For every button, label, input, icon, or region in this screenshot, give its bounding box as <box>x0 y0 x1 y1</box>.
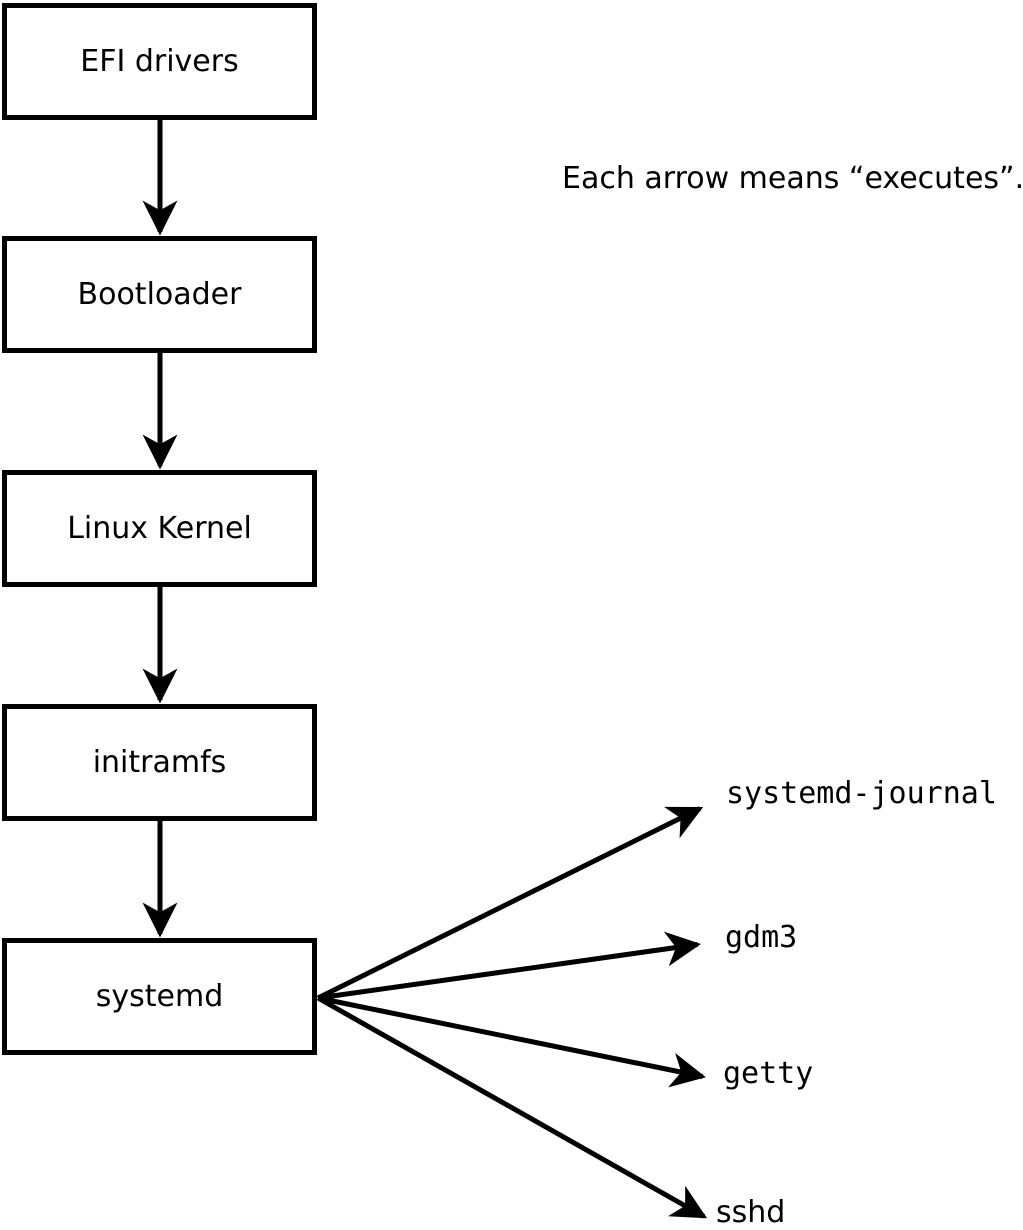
box-linux-kernel-label: Linux Kernel <box>67 510 252 546</box>
box-bootloader-label: Bootloader <box>77 276 242 312</box>
box-systemd: systemd <box>2 938 317 1055</box>
box-linux-kernel: Linux Kernel <box>2 470 317 587</box>
arrow-systemd-to-gdm3 <box>317 931 701 1001</box>
box-initramfs: initramfs <box>2 704 317 821</box>
label-sshd: sshd <box>716 1195 786 1230</box>
arrow-meaning-note: Each arrow means “executes”. <box>562 161 1023 196</box>
box-initramfs-label: initramfs <box>92 744 227 780</box>
arrow-systemd-to-sshd <box>316 995 708 1219</box>
box-efi-drivers-label: EFI drivers <box>80 43 239 79</box>
label-systemd-journal: systemd-journal <box>726 776 997 811</box>
label-getty: getty <box>723 1056 814 1091</box>
box-systemd-label: systemd <box>95 978 224 1014</box>
label-gdm3: gdm3 <box>725 920 798 955</box>
box-bootloader: Bootloader <box>2 236 317 353</box>
box-efi-drivers: EFI drivers <box>2 3 317 120</box>
arrow-systemd-to-getty <box>317 995 706 1088</box>
arrow-systemd-to-journal <box>316 806 704 1001</box>
